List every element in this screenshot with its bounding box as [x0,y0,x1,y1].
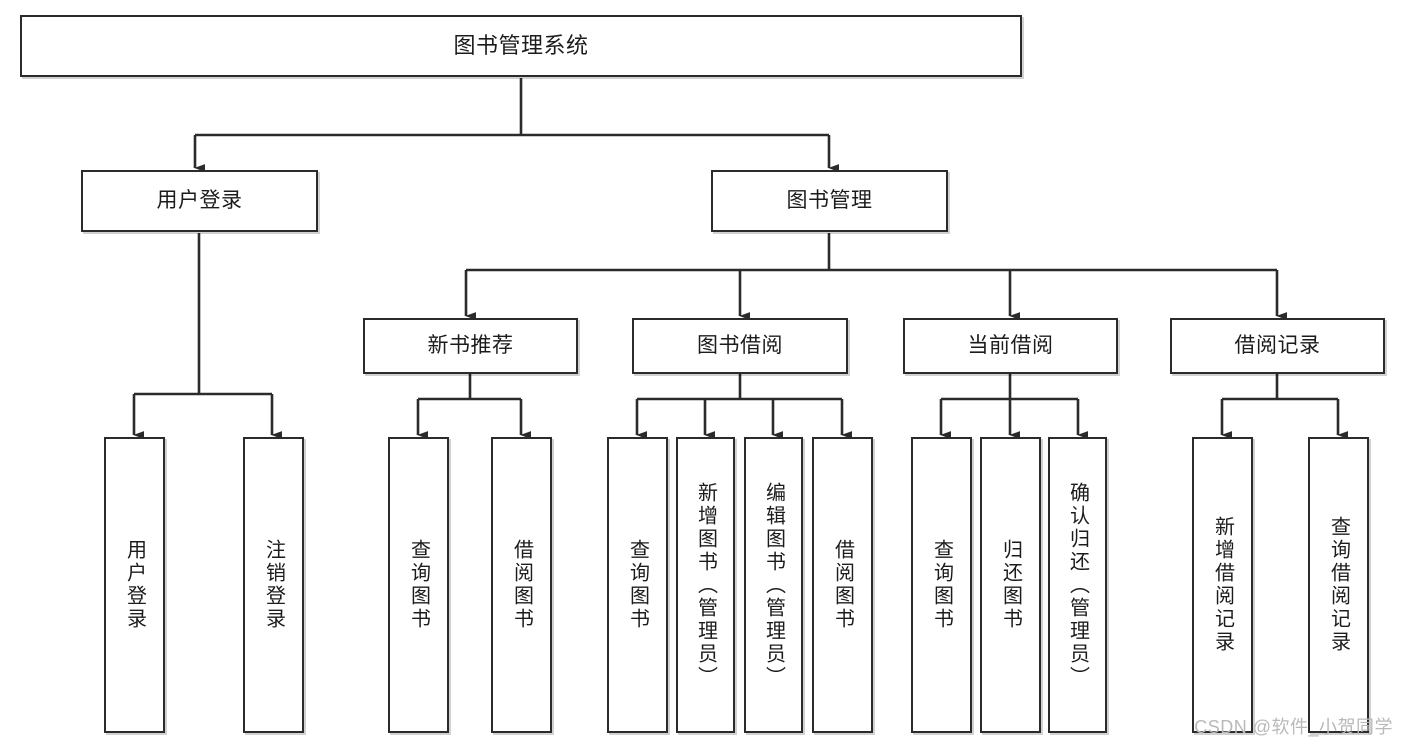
node-new-book-recommend[interactable]: 新书推荐 [363,318,578,374]
watermark-text: CSDN @软件_小贺同学 [1194,717,1393,737]
leaf-new-book-query-book[interactable]: 查询图书 [388,437,449,733]
leaf-book-borrow-add-book-admin[interactable]: 新增图书（管理员） [676,437,735,733]
node-label: 编辑图书（管理员） [762,481,785,689]
node-label: 注销登录 [262,539,285,631]
node-book-borrow[interactable]: 图书借阅 [632,318,848,374]
connector-group-root [193,78,840,172]
node-label: 图书借阅 [697,333,783,357]
leaf-current-borrow-confirm-return-admin[interactable]: 确认归还（管理员） [1048,437,1107,733]
node-current-borrow[interactable]: 当前借阅 [903,318,1118,374]
connector-group-book-manage [464,233,1288,320]
leaf-book-borrow-query-book[interactable]: 查询图书 [607,437,668,733]
node-label: 新书推荐 [427,333,514,357]
leaf-new-book-borrow-book[interactable]: 借阅图书 [491,437,552,733]
node-label: 图书管理系统 [453,33,589,59]
node-label: 查询借阅记录 [1327,516,1350,654]
leaf-current-borrow-query-book[interactable]: 查询图书 [911,437,972,733]
node-label: 归还图书 [999,539,1022,631]
node-label: 查询图书 [626,539,649,631]
node-borrow-record[interactable]: 借阅记录 [1170,318,1385,374]
node-label: 借阅记录 [1234,333,1321,357]
leaf-user-login-logout[interactable]: 注销登录 [243,437,304,733]
node-label: 查询图书 [407,539,430,631]
connector-group-book-borrow [635,374,853,439]
leaf-book-borrow-edit-book-admin[interactable]: 编辑图书（管理员） [744,437,803,733]
node-label: 借阅图书 [510,539,533,631]
connector-group-current-borrow [939,374,1089,439]
leaf-user-login-login[interactable]: 用户登录 [104,437,165,733]
node-user-login[interactable]: 用户登录 [81,170,318,232]
node-label: 用户登录 [156,188,243,212]
leaf-borrow-record-query-record[interactable]: 查询借阅记录 [1308,437,1369,733]
node-label: 新增图书（管理员） [694,481,717,689]
node-label: 确认归还（管理员） [1066,481,1089,689]
leaf-borrow-record-add-record[interactable]: 新增借阅记录 [1192,437,1253,733]
node-label: 图书管理 [786,188,873,212]
leaf-current-borrow-return-book[interactable]: 归还图书 [980,437,1041,733]
node-label: 用户登录 [123,539,146,631]
node-root-book-management-system[interactable]: 图书管理系统 [20,15,1022,77]
node-label: 查询图书 [930,539,953,631]
leaf-book-borrow-borrow-book[interactable]: 借阅图书 [812,437,873,733]
node-label: 借阅图书 [831,539,854,631]
connector-group-borrow-record [1220,374,1349,439]
connector-group-new-book [416,374,532,439]
node-book-management[interactable]: 图书管理 [711,170,948,232]
connector-group-user-login [132,233,283,439]
node-label: 当前借阅 [967,333,1054,357]
node-label: 新增借阅记录 [1211,516,1234,654]
